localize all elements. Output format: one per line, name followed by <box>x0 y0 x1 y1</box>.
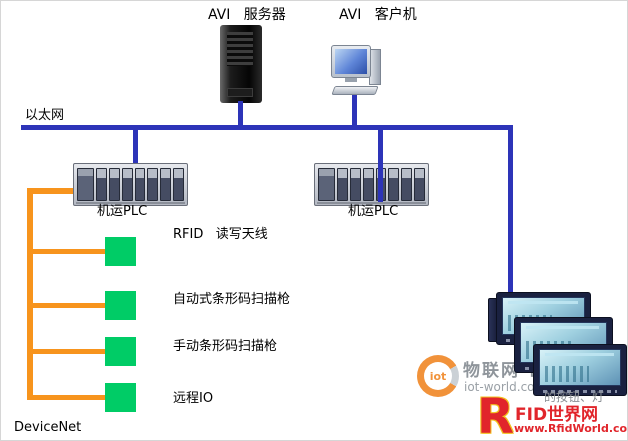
plc-module <box>318 168 336 201</box>
client-monitor <box>331 45 371 78</box>
plc-module <box>337 168 348 201</box>
rfid-watermark-site: FID世界网 <box>515 405 599 425</box>
devicenet-label: DeviceNet <box>14 420 82 435</box>
client-keyboard <box>331 86 379 95</box>
hmi-drop-line <box>508 130 513 316</box>
plc-module <box>147 168 159 201</box>
iot-watermark-logo-text: iot <box>424 362 452 390</box>
plc-module <box>349 168 361 201</box>
plc-module <box>121 168 133 201</box>
plc-right-drop-line <box>378 130 383 202</box>
rfid-watermark-url: www.RfidWorld.com.cn <box>514 422 628 435</box>
avi-client-graphic <box>331 45 385 97</box>
node-manual-barcode-scanner <box>105 337 136 366</box>
ethernet-label: 以太网 <box>25 108 65 123</box>
plc-module <box>96 168 107 201</box>
plc-module <box>401 168 413 201</box>
plc-module <box>160 168 172 201</box>
iot-watermark-logo: iot <box>417 355 459 397</box>
plc-module <box>173 168 184 201</box>
devicenet-branch-line <box>33 349 105 354</box>
server-drop-line <box>238 101 243 126</box>
plc-right-graphic <box>314 163 429 206</box>
devicenet-trunk-line <box>27 188 33 400</box>
plc-right-label: 机运PLC <box>348 204 399 219</box>
plc-module <box>77 168 95 201</box>
client-monitor-stand <box>345 78 357 82</box>
server-drive-slots <box>227 32 253 66</box>
rfid-watermark-letter: R <box>477 389 514 441</box>
node-rfid-antenna <box>105 237 136 266</box>
plc-left-drop-line <box>133 130 138 168</box>
hmi-screen <box>539 349 621 386</box>
avi-client-label: AVI 客户机 <box>339 7 417 23</box>
plc-module <box>388 168 400 201</box>
avi-server-label: AVI 服务器 <box>208 7 286 23</box>
device-label-manual-barcode-scanner: 手动条形码扫描枪 <box>173 339 278 354</box>
plc-module <box>134 168 146 201</box>
plc-left-graphic <box>73 163 188 206</box>
plc-module <box>414 168 425 201</box>
node-auto-barcode-scanner <box>105 291 136 320</box>
devicenet-branch-line <box>33 395 105 400</box>
device-label-remote-io: 远程IO <box>173 391 214 406</box>
plc-module <box>108 168 120 201</box>
avi-server-graphic <box>220 25 262 103</box>
client-screen <box>335 49 367 74</box>
ethernet-bus-line <box>21 125 513 130</box>
node-remote-io <box>105 383 136 412</box>
device-label-rfid-antenna: RFID 读写天线 <box>173 227 268 242</box>
devicenet-branch-line <box>33 249 105 254</box>
device-label-auto-barcode-scanner: 自动式条形码扫描枪 <box>173 292 291 307</box>
devicenet-top-segment <box>27 188 79 194</box>
devicenet-branch-line <box>33 303 105 308</box>
plc-module <box>362 168 374 201</box>
hmi-panel-3 <box>533 344 627 396</box>
partial-caption-text: 的按钮、灯 <box>544 390 605 404</box>
client-drop-line <box>352 95 357 126</box>
plc-left-label: 机运PLC <box>97 204 148 219</box>
server-base-panel <box>227 88 253 97</box>
